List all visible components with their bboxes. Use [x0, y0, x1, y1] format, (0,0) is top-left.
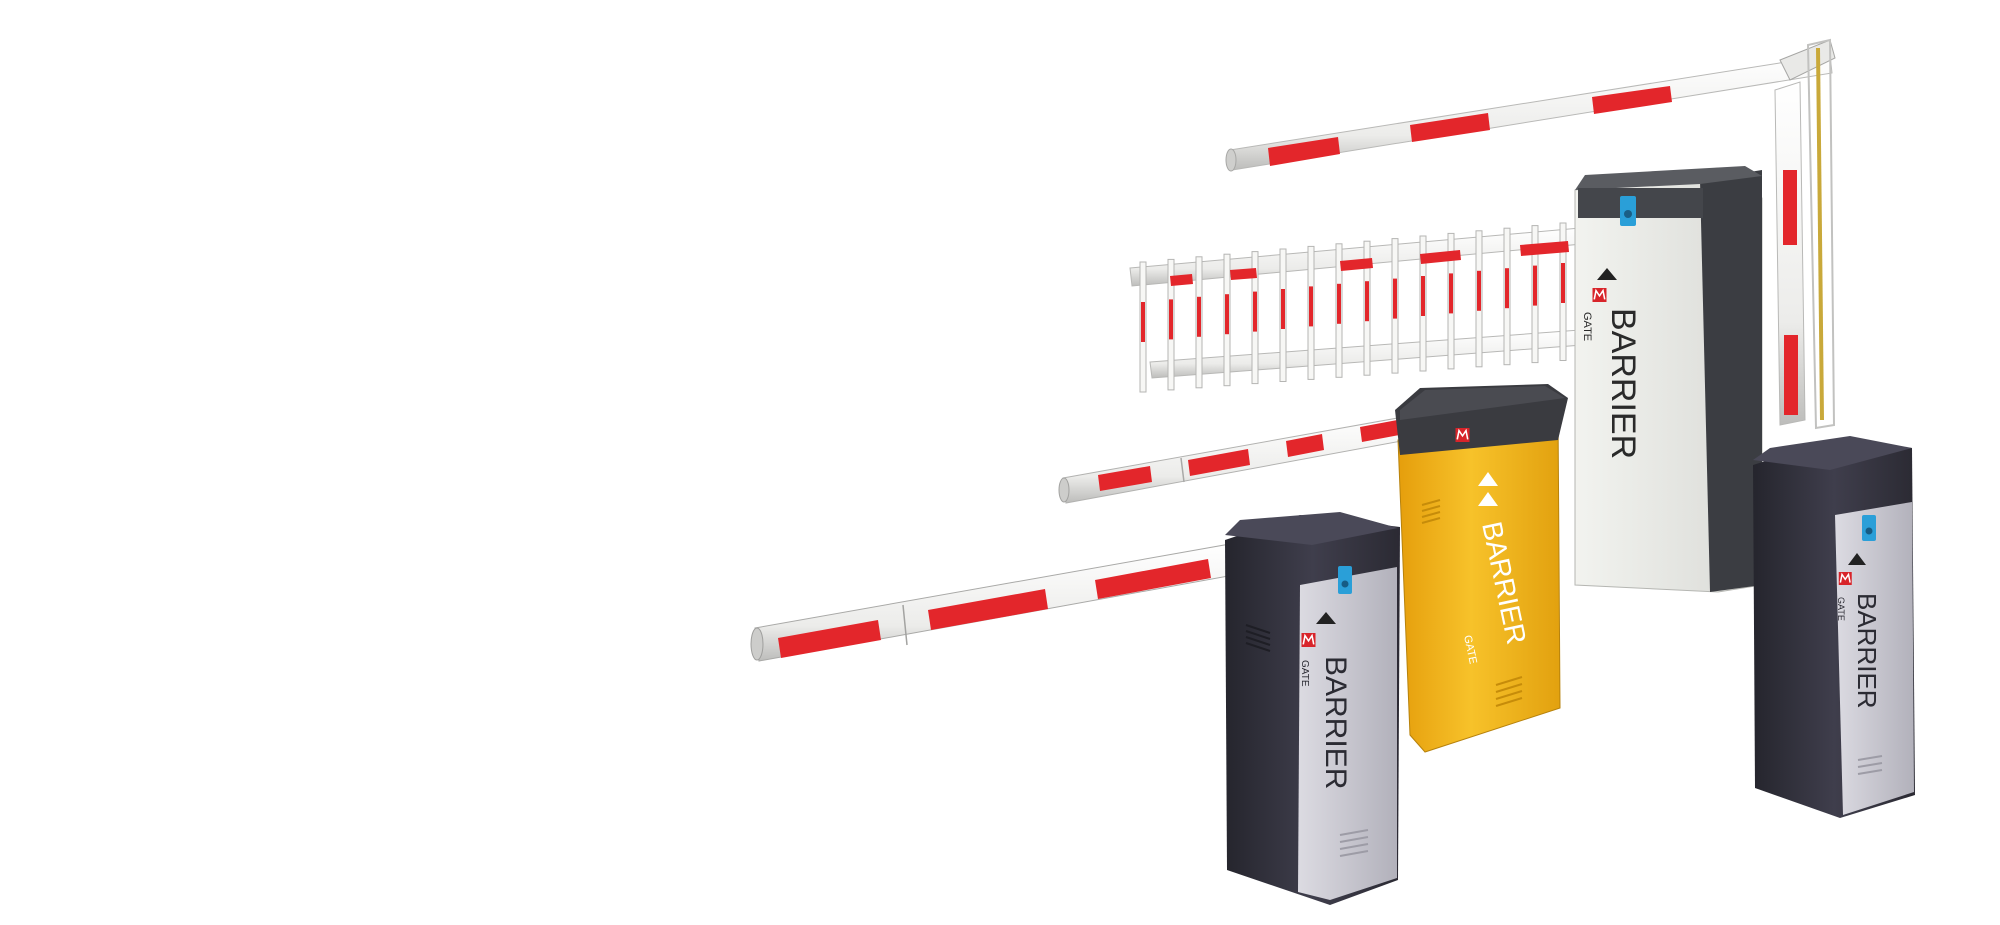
arrow-up-icon	[1848, 553, 1866, 565]
picket-reflector	[1365, 281, 1369, 322]
fence-boom-arm	[1129, 222, 1583, 393]
vent-icon	[1421, 499, 1523, 707]
picket-reflector	[1449, 273, 1453, 314]
picket-reflector	[1225, 294, 1229, 335]
picket-reflector	[1421, 276, 1425, 316]
picket-reflector	[1141, 302, 1145, 342]
cabinet-word: BARRIER	[1319, 656, 1352, 789]
cabinet-subword: GATE	[1581, 312, 1593, 341]
picket-reflector	[1337, 283, 1341, 324]
fence-pickets	[1139, 222, 1567, 393]
picket-reflector	[1505, 268, 1509, 309]
cabinet-subword: GATE	[1461, 634, 1479, 665]
picket-reflector	[1253, 291, 1257, 332]
lock-icon	[1338, 566, 1352, 594]
arrow-up-icon	[1316, 612, 1336, 624]
brand-logo	[1838, 572, 1853, 585]
folding-boom-arm	[1225, 38, 1836, 430]
arrow-up-icon	[1597, 268, 1617, 280]
cabinet-word: BARRIER	[1852, 593, 1882, 709]
picket-reflector	[1477, 270, 1481, 311]
picket-reflector	[1393, 278, 1397, 319]
barrier-cabinet-yellow: BARRIER GATE	[1395, 384, 1568, 753]
cabinet-subword: GATE	[1836, 597, 1846, 621]
front-boom-arm	[750, 543, 1235, 662]
vent-icon	[1245, 624, 1271, 652]
vent-icon	[1857, 755, 1883, 775]
brand-logo	[1300, 633, 1317, 647]
middle-boom-arm	[1058, 413, 1424, 504]
picket-reflector	[1281, 289, 1285, 329]
picket-reflector	[1561, 263, 1565, 303]
brand-logo	[1454, 428, 1471, 442]
picket-reflector	[1533, 265, 1537, 306]
cabinet-word: BARRIER	[1604, 308, 1642, 459]
barrier-cabinet-dark-right: BARRIER GATE	[1753, 436, 1915, 818]
brand-logo	[1592, 288, 1608, 302]
barrier-cabinet-dark-front: BARRIER GATE	[1225, 512, 1400, 905]
barrier-cabinet-light: BARRIER GATE	[1574, 166, 1763, 593]
arrow-up-icon	[1478, 492, 1498, 506]
vent-icon	[1339, 829, 1369, 857]
picket-reflector	[1169, 299, 1173, 340]
picket-reflector	[1309, 286, 1313, 327]
cabinet-subword: GATE	[1299, 660, 1310, 687]
picket-reflector	[1197, 296, 1201, 337]
arrow-up-icon	[1478, 472, 1498, 486]
